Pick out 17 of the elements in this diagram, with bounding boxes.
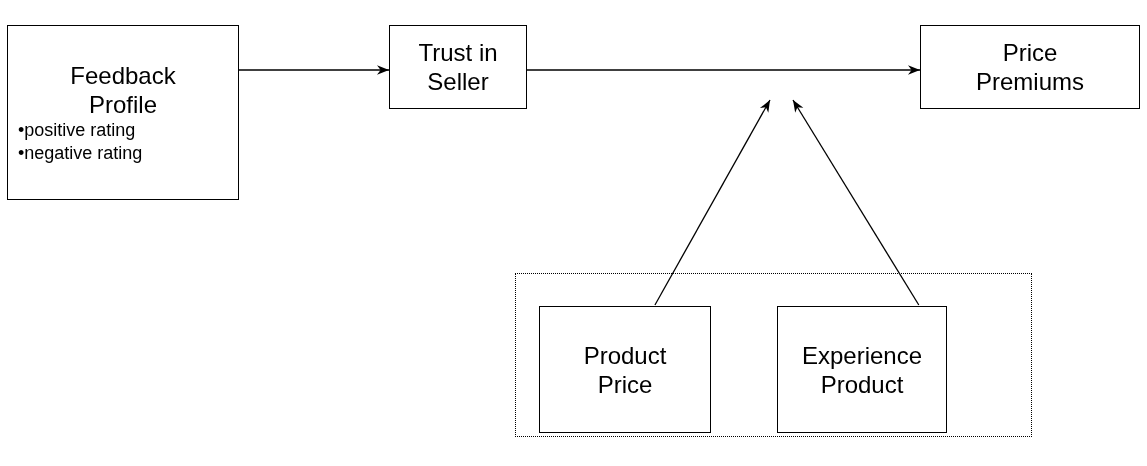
arrow: [792, 99, 920, 306]
arrow: [526, 65, 921, 75]
process-box: [7, 25, 239, 200]
box-title: Product Price: [582, 340, 668, 399]
box-title: Price Premiums: [975, 38, 1085, 96]
box-title: Trust in Seller: [417, 38, 499, 96]
bullet-item: •negative rating: [18, 141, 143, 165]
process-box: [920, 25, 1140, 109]
box-title: Experience Product: [800, 340, 924, 399]
process-box: [539, 306, 711, 433]
box-title: Feedback Profile: [69, 60, 177, 119]
bullet-item: •positive rating: [18, 118, 136, 142]
arrow: [238, 65, 390, 75]
arrow: [654, 99, 771, 306]
group-frame: [515, 273, 1032, 437]
process-box: [777, 306, 947, 433]
process-box: [389, 25, 527, 109]
